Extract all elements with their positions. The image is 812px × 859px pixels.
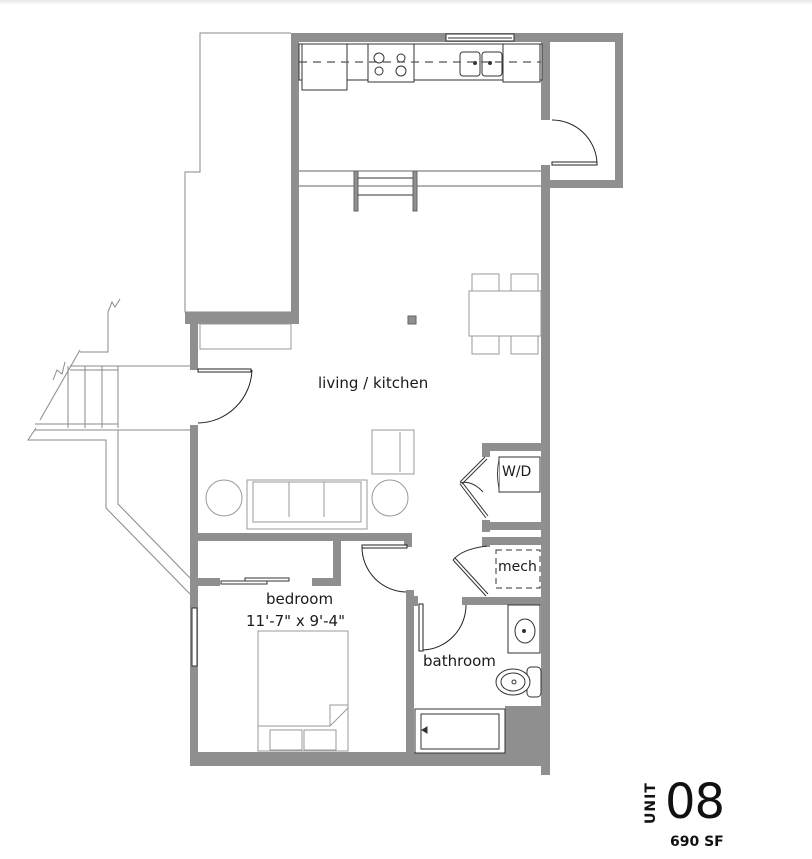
room-label-bedroom: bedroom [266, 590, 334, 608]
column [407, 315, 417, 325]
bed [257, 630, 349, 752]
unit-number: 08 [665, 774, 725, 830]
bedroom-closet-doors [220, 577, 290, 585]
bedroom-dimensions: 11'-7" x 9'-4" [246, 612, 346, 630]
walls [185, 33, 623, 775]
closet-door [551, 119, 598, 166]
room-label-bathroom: bathroom [423, 652, 496, 670]
mech-label: mech [498, 559, 537, 575]
washer-dryer-label: W/D [502, 464, 532, 480]
kitchen-window [445, 33, 515, 42]
unit-area: 690 SF [670, 834, 724, 850]
washer-dryer [497, 456, 541, 493]
mech-unit [495, 549, 541, 589]
unit-word-text: UNIT [643, 782, 659, 824]
dining-set [468, 273, 542, 355]
mech-door [452, 545, 489, 597]
kitchen-pass-through [299, 170, 541, 212]
entry-shelf [199, 323, 292, 350]
wd-bifold-doors [459, 456, 489, 519]
kitchen-counter [298, 43, 543, 91]
unit-badge: UNIT 08 690 SF [643, 774, 803, 853]
living-furniture [205, 429, 415, 530]
bedroom-window [191, 607, 198, 667]
bathroom-door [418, 603, 467, 652]
bedroom-door [361, 544, 408, 593]
room-label-living-kitchen: living / kitchen [318, 374, 429, 392]
unit-word: UNIT [643, 782, 661, 824]
top-edge-shadow [0, 0, 812, 5]
bathroom-fixtures [414, 604, 542, 754]
entry-door [197, 368, 253, 424]
